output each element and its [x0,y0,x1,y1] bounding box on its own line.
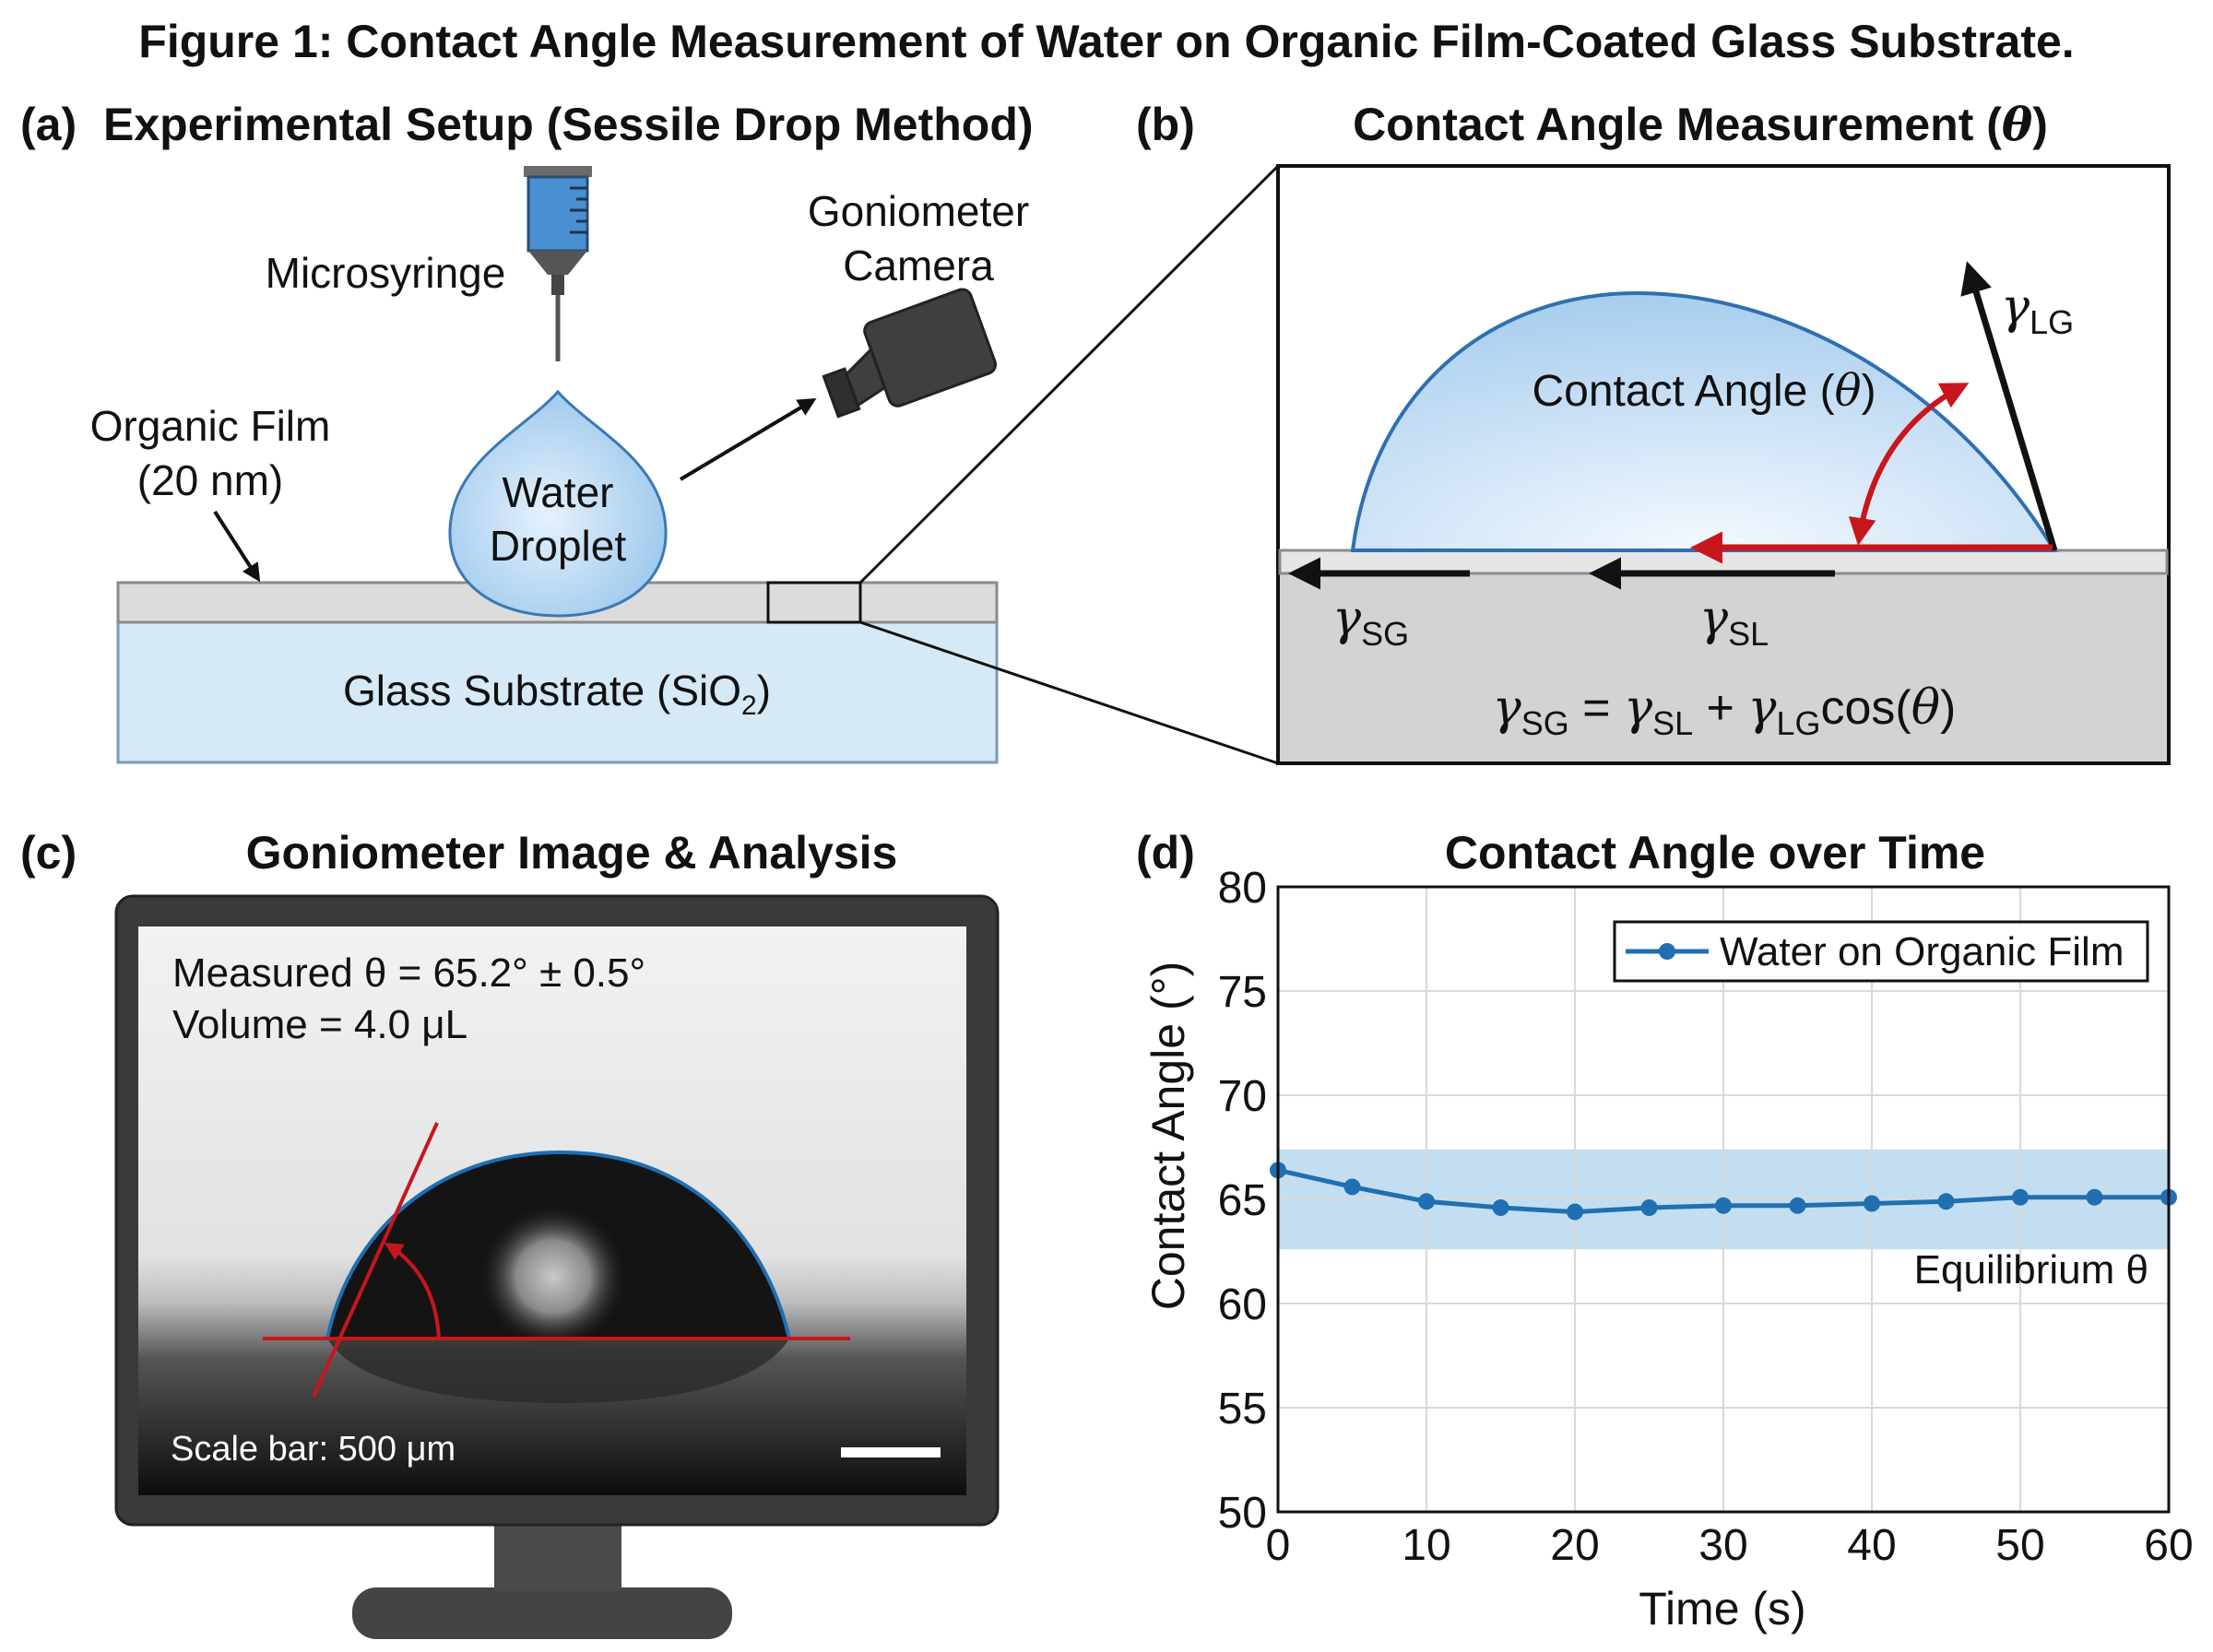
water-droplet [448,389,668,618]
y-tick-label: 80 [1218,864,1267,913]
data-point [1567,1203,1583,1221]
x-tick-label: 60 [2144,1521,2193,1570]
zoom-connector-bottom [859,620,1279,765]
y-tick-label: 65 [1218,1176,1267,1225]
panel-b-tag: (b) [1136,99,1195,150]
young-equation: γSG = γSL + γLGcos(θ) [1493,680,1957,742]
chart-frame [1276,885,2171,1514]
droplet-lower-shadow [327,1339,789,1403]
panel-a-tag: (a) [20,99,77,150]
camera-icon [822,288,998,419]
data-point [1937,1193,1955,1210]
panel-b: (b) Contact Angle Measurement (θ) γLG Co… [1136,97,2171,765]
monitor-stand-neck [494,1523,621,1591]
zoom-box [766,581,862,624]
scale-bar-label: Scale bar: 500 μm [171,1430,456,1469]
chart-title: Contact Angle over Time [1445,827,1985,879]
zoom-film [1278,549,2169,575]
equilibrium-band-label: Equilibrium θ [1914,1247,2148,1292]
panel-d: (d) Contact Angle over Time Equilibrium … [1136,827,2194,1634]
legend-marker [1659,943,1675,960]
x-tick-label: 0 [1266,1521,1291,1570]
data-point [1343,1178,1361,1196]
x-tick-label: 20 [1550,1521,1599,1570]
data-point [2012,1188,2029,1206]
x-tick-label: 40 [1847,1521,1896,1570]
data-point [1640,1199,1658,1217]
film-pointer-arrow [213,510,261,583]
chart-x-axis-label: Time (s) [1639,1583,1805,1634]
y-tick-label: 70 [1218,1072,1267,1121]
zoom-substrate [1280,573,2167,761]
panel-c-tag: (c) [20,827,77,879]
data-point [1715,1197,1732,1214]
camera-label-line1: Goniometer [808,187,1029,235]
gamma-lg-label: γLG [2001,279,2074,341]
legend-label: Water on Organic Film [1720,929,2124,974]
data-point [1864,1195,1880,1212]
droplet-label-line2: Droplet [490,522,627,570]
microsyringe-icon [524,166,592,361]
camera-label-line2: Camera [843,242,994,289]
data-point [1492,1199,1509,1217]
panel-a-title: Experimental Setup (Sessile Drop Method) [103,99,1034,150]
panel-c: (c) Goniometer Image & Analysis Measured… [20,827,1000,1639]
monitor-stand-base [352,1587,732,1639]
organic-film-label-line2: (20 nm) [137,456,283,504]
glass-substrate-label: Glass Substrate (SiO2) [343,667,771,721]
volume-text: Volume = 4.0 μL [172,1002,467,1047]
data-point [1418,1193,1435,1210]
scale-bar [841,1447,941,1457]
gamma-lg-arrow [1960,261,2058,552]
glass-substrate [116,620,999,764]
y-tick-label: 75 [1218,968,1267,1017]
contact-angle-label: Contact Angle (θ) [1532,365,1876,417]
panel-a: (a) Experimental Setup (Sessile Drop Met… [20,99,1280,765]
x-tick-label: 50 [1995,1521,2044,1570]
zoom-connector-top [858,164,1280,584]
panel-d-tag: (d) [1136,827,1195,879]
figure-title: Figure 1: Contact Angle Measurement of W… [138,16,2074,67]
droplet-label-line1: Water [503,468,614,516]
view-arrow [679,397,817,481]
gamma-sg-label: γSG [1332,591,1409,653]
measured-angle-text: Measured θ = 65.2° ± 0.5° [172,950,645,996]
angle-arc [1848,383,1970,546]
chart-y-axis-label: Contact Angle (°) [1142,962,1194,1311]
panel-c-title: Goniometer Image & Analysis [246,827,898,879]
organic-film-label-line1: Organic Film [90,402,331,450]
x-tick-label: 30 [1698,1521,1747,1570]
droplet-reflection [479,1205,627,1349]
contact-angle-chart: Equilibrium θ 0 10 20 30 40 50 60 50 55 60 65 70 75 80… [1218,864,2194,1570]
gamma-sl-label: γSL [1699,591,1769,653]
y-tick-label: 60 [1218,1280,1267,1329]
data-point [2086,1188,2103,1206]
panel-b-title: Contact Angle Measurement (θ) [1353,97,2048,151]
y-tick-label: 50 [1218,1489,1267,1538]
goniometer-angle-arc [384,1242,441,1339]
y-tick-label: 55 [1218,1385,1267,1434]
data-point [1789,1197,1806,1214]
microsyringe-label: Microsyringe [266,249,506,297]
tangent-line [312,1122,439,1398]
x-tick-label: 10 [1402,1521,1450,1570]
